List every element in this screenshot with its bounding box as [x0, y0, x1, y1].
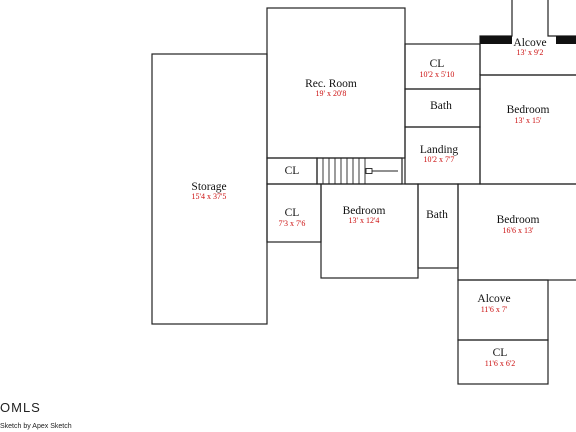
bedroom-ne-dims: 13' x 15'	[515, 116, 542, 125]
bath-mid	[417, 183, 459, 269]
bedroom-northeast	[479, 74, 576, 185]
bath-mid-name: Bath	[426, 209, 448, 221]
cl-mid-name: CL	[285, 165, 300, 177]
stair-treads	[322, 158, 398, 184]
rec-room-name: Rec. Room	[305, 78, 357, 90]
landing-dims: 10'2 x 7'7	[424, 155, 455, 164]
sketch-credit: Sketch by Apex Sketch	[0, 423, 72, 430]
rec-room-dims: 19' x 20'8	[316, 89, 347, 98]
alcove-lower-dims: 11'6 x 7'	[481, 305, 508, 314]
alcove-lower-name: Alcove	[477, 293, 510, 305]
landing-name: Landing	[420, 144, 459, 156]
storage-name: Storage	[191, 181, 226, 193]
bedroom-center-dims: 13' x 12'4	[349, 216, 380, 225]
bedroom-ne-name: Bedroom	[507, 104, 550, 116]
cl-lower-dims: 11'6 x 6'2	[485, 359, 516, 368]
alcove-window-left	[480, 36, 512, 44]
bath-top-name: Bath	[430, 100, 452, 112]
brand-logo-text: OMLS	[0, 400, 41, 415]
cl-left-name: CL	[285, 207, 300, 219]
bedroom-center-name: Bedroom	[343, 205, 386, 217]
alcove-window-right	[556, 36, 576, 44]
alcove-top-dims: 13' x 9'2	[517, 48, 544, 57]
bedroom-east-dims: 16'6 x 13'	[503, 226, 534, 235]
bedroom-center	[320, 183, 419, 279]
alcove-top-wall-right	[547, 0, 576, 37]
cl-lower-name: CL	[493, 347, 508, 359]
cl-top-dims: 10'2 x 5'10	[420, 70, 455, 79]
closet-lower	[457, 339, 549, 385]
cl-top-name: CL	[430, 58, 445, 70]
storage-dims: 15'4 x 37'5	[192, 192, 227, 201]
bedroom-east-name: Bedroom	[497, 214, 540, 226]
cl-left-dims: 7'3 x 7'6	[279, 219, 306, 228]
alcove-top-name: Alcove	[513, 37, 546, 49]
